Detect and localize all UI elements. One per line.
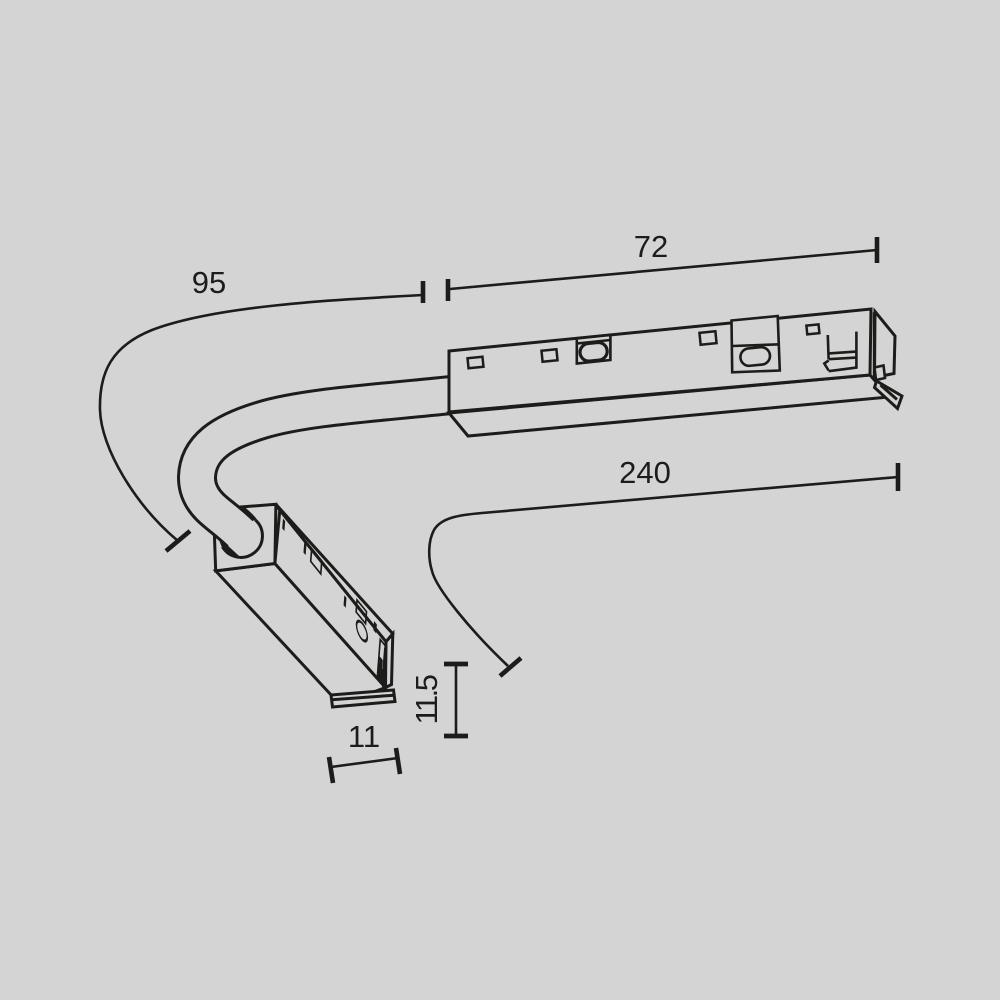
svg-text:72: 72 — [634, 229, 668, 264]
svg-text:11: 11 — [348, 719, 380, 754]
svg-text:11.5: 11.5 — [409, 675, 444, 724]
svg-text:95: 95 — [192, 265, 226, 300]
svg-text:240: 240 — [619, 455, 671, 490]
